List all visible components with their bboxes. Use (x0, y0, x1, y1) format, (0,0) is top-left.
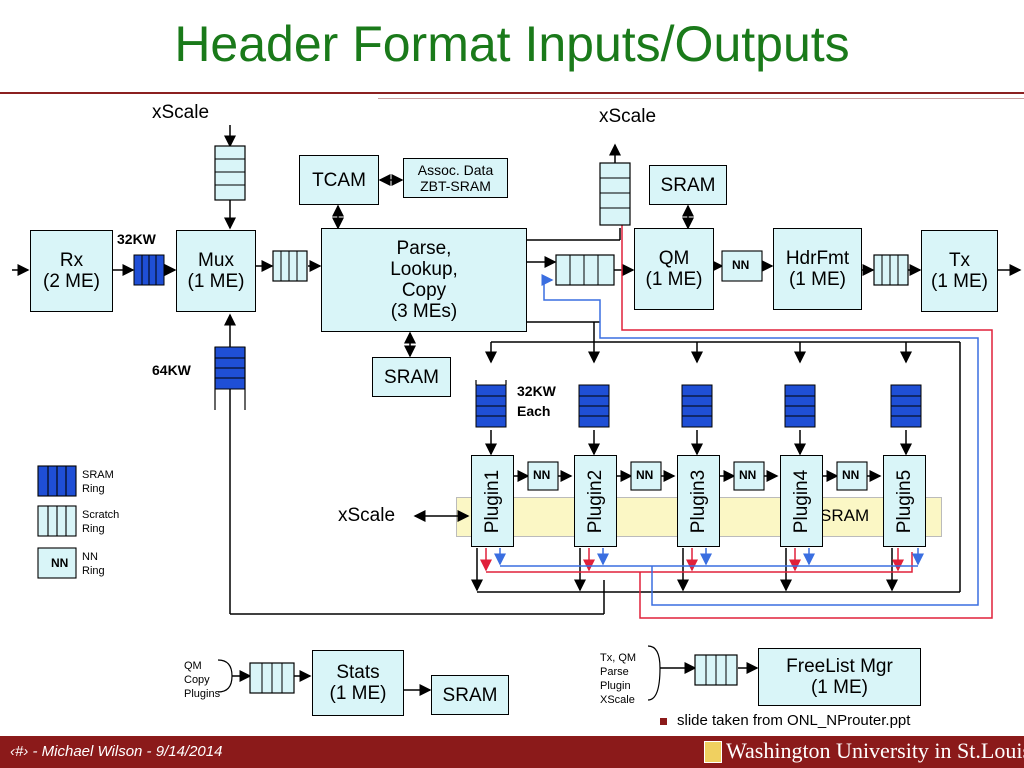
plugin-2-block: Plugin2 (574, 455, 617, 547)
slide-title: Header Format Inputs/Outputs (174, 16, 850, 72)
tcam-block: TCAM (299, 155, 379, 205)
stats-block: Stats (1 ME) (312, 650, 404, 716)
footer-bar (0, 736, 1024, 768)
plugin-3-block: Plugin3 (677, 455, 720, 547)
parse-block: Parse, Lookup, Copy (3 MEs) (321, 228, 527, 332)
plugin-sram-label: SRAM (820, 506, 870, 525)
ring-size-64kw: 64KW (152, 362, 191, 378)
title-divider (0, 92, 1024, 94)
stats-input-list: QM Copy Plugins (184, 660, 221, 700)
source-note: slide taken from ONL_NProuter.ppt (660, 712, 910, 729)
nn-ring-label: NN (739, 468, 757, 482)
legend-sram-ring: SRAM Ring (82, 469, 114, 495)
bullet-icon (660, 717, 667, 725)
title-divider-thin (378, 98, 1024, 99)
tx-block: Tx (1 ME) (921, 230, 998, 312)
xscale-input-label: xScale (152, 102, 210, 123)
assoc-data-block: Assoc. Data ZBT-SRAM (403, 158, 508, 198)
nn-ring-label: NN (842, 468, 860, 482)
rx-block: Rx (2 ME) (30, 230, 113, 312)
mux-block: Mux (1 ME) (176, 230, 256, 312)
legend-scratch-ring: Scratch Ring (82, 509, 120, 535)
university-shield-icon (704, 741, 722, 763)
qm-sram-block: SRAM (649, 165, 727, 205)
freelist-mgr-block: FreeList Mgr (1 ME) (758, 648, 921, 706)
nn-ring-label: NN (533, 468, 551, 482)
nn-ring-label: NN (732, 258, 750, 272)
ring-size-32kw-each: 32KW Each (517, 383, 556, 419)
plugin-1-block: Plugin1 (471, 455, 514, 547)
ring-size-32kw: 32KW (117, 231, 156, 247)
stats-sram-block: SRAM (431, 675, 509, 715)
hdrfmt-block: HdrFmt (1 ME) (773, 228, 862, 310)
xscale-output-label: xScale (599, 106, 657, 127)
legend-nn-tag: NN (51, 556, 69, 570)
nn-ring-label: NN (636, 468, 654, 482)
qm-block: QM (1 ME) (634, 228, 714, 310)
footer-left-text: ‹#› - Michael Wilson - 9/14/2014 (10, 743, 223, 760)
legend-nn-ring: NN Ring (82, 551, 105, 577)
freelist-input-list: Tx, QM Parse Plugin XScale (600, 652, 637, 706)
plugin-5-block: Plugin5 (883, 455, 926, 547)
xscale-plugin-label: xScale (338, 505, 396, 526)
plugin-4-block: Plugin4 (780, 455, 823, 547)
parse-sram-block: SRAM (372, 357, 451, 397)
university-name: Washington University in St.Louis (726, 738, 1024, 763)
